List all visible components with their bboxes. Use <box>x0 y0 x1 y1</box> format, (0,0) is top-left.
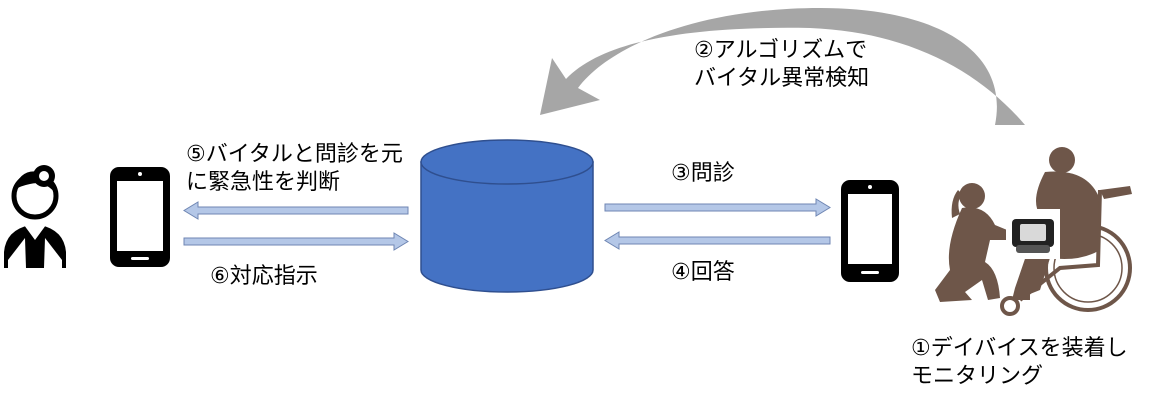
patient-head <box>1049 147 1075 173</box>
phone-right-button <box>861 271 879 274</box>
database-top <box>420 139 594 185</box>
label-interview: ③問診 <box>671 161 735 186</box>
phone-left-button <box>131 257 149 260</box>
arrow-interview <box>604 198 831 217</box>
caregiver-wheelchair-icon <box>935 147 1132 316</box>
curved-arrow-shape <box>540 8 1025 125</box>
phone-right-screen <box>848 194 892 264</box>
arrow-answer <box>604 231 831 250</box>
caregiver-body <box>935 207 1012 302</box>
wheelchair-caster <box>1000 296 1020 316</box>
doctor-collar <box>24 225 46 240</box>
arrow-to-doctor-shape <box>183 201 409 220</box>
arrow-to-database-shape <box>183 232 409 251</box>
caregiver-ponytail <box>951 190 962 218</box>
label-algorithm-line1: ②アルゴリズムで <box>694 38 868 63</box>
doctor-coat-right <box>44 238 62 268</box>
label-answer: ④回答 <box>671 260 735 285</box>
wheelchair-handle <box>1100 186 1132 199</box>
label-algorithm-line2: バイタル異常検知 <box>694 66 870 91</box>
smartphone-icon-left <box>110 167 170 267</box>
curved-arrow-algorithm <box>540 8 1025 125</box>
label-judge-line2: に緊急性を判断 <box>186 170 341 195</box>
arrow-to-doctor <box>183 201 409 220</box>
database-cylinder-icon <box>420 139 594 293</box>
device-strap <box>1016 245 1050 253</box>
doctor-icon <box>4 165 66 268</box>
device-screen <box>1020 224 1046 241</box>
label-device-line2: モニタリング <box>911 364 1044 389</box>
smartphone-icon-right <box>841 180 899 282</box>
arrow-interview-shape <box>604 198 831 217</box>
database-body <box>420 161 594 293</box>
caregiver-head <box>959 183 985 209</box>
doctor-coat-left <box>8 238 26 268</box>
phone-right-camera <box>868 185 872 189</box>
label-judge-line1: ⑤バイタルと問診を元 <box>186 142 403 167</box>
label-instruction: ⑥対応指示 <box>210 264 318 289</box>
arrow-answer-shape <box>604 231 831 250</box>
label-device-line1: ①デイバイスを装着し <box>911 336 1128 361</box>
arrow-to-database <box>183 232 409 251</box>
doctor-mirror-center <box>39 171 49 181</box>
phone-left-camera <box>138 172 142 176</box>
phone-left-screen <box>117 181 163 251</box>
